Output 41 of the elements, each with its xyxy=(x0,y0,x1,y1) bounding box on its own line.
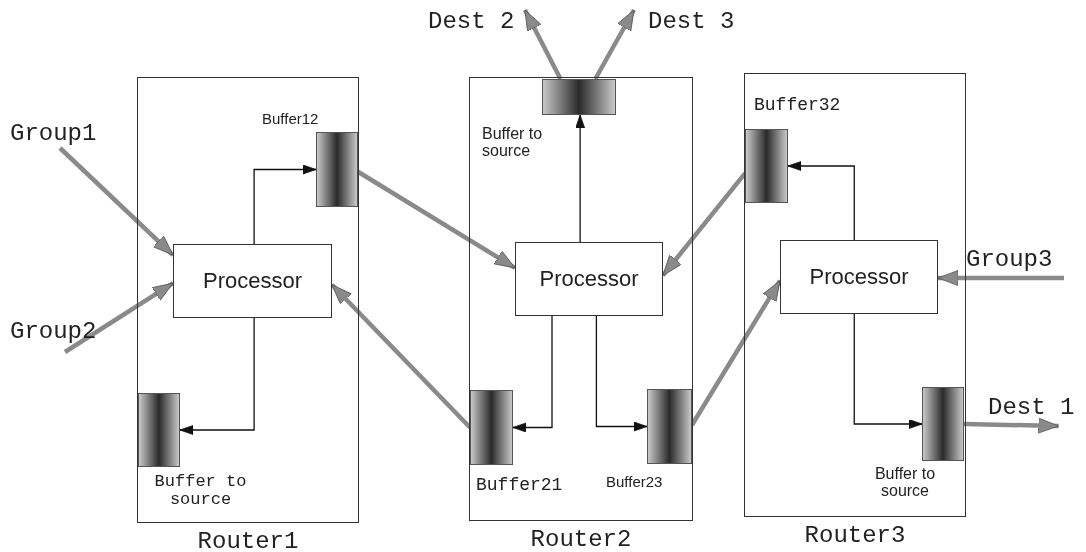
buffer-label: Buffer23 xyxy=(606,474,664,490)
processor-label: Processor xyxy=(809,264,909,290)
terminal-label: Dest 2 xyxy=(428,10,525,36)
buffer-bar xyxy=(316,132,358,207)
arrow xyxy=(661,172,747,277)
arrow xyxy=(937,270,1064,286)
arrow xyxy=(253,164,317,245)
buffer-bar xyxy=(542,79,616,115)
buffer-label: Buffer to source xyxy=(873,466,937,500)
processor-label: Processor xyxy=(202,268,302,294)
router-label: Router1 xyxy=(197,528,299,552)
terminal-label: Group2 xyxy=(10,320,110,352)
terminal-label: Dest 3 xyxy=(634,10,738,36)
arrow xyxy=(595,315,648,432)
buffer-bar xyxy=(922,387,964,461)
arrow xyxy=(63,281,175,354)
arrow xyxy=(330,283,472,430)
buffer-bar xyxy=(647,389,692,464)
arrow xyxy=(963,417,1059,434)
arrow xyxy=(690,279,782,427)
buffer-label: Buffer to source xyxy=(153,473,248,509)
buffer-label: Buffer21 xyxy=(476,476,564,495)
arrow xyxy=(512,315,553,433)
buffer-bar xyxy=(745,129,788,203)
buffer-label: Buffer32 xyxy=(754,96,842,115)
terminal-label: Group3 xyxy=(966,248,1064,278)
buffer-label: Buffer to source xyxy=(482,126,544,160)
arrow xyxy=(356,169,517,270)
processor-box xyxy=(173,244,332,318)
buffer-bar xyxy=(138,393,180,467)
arrow xyxy=(179,317,255,435)
terminal-label: Group1 xyxy=(10,122,110,148)
arrow xyxy=(58,146,175,257)
router-label: Router2 xyxy=(530,526,632,552)
buffer-bar xyxy=(470,390,513,465)
processor-box xyxy=(515,242,663,316)
router-label: Router3 xyxy=(804,522,906,549)
processor-label: Processor xyxy=(539,266,639,292)
processor-box xyxy=(780,240,938,314)
terminal-label: Dest 1 xyxy=(988,396,1086,426)
buffer-label: Buffer12 xyxy=(262,111,320,127)
